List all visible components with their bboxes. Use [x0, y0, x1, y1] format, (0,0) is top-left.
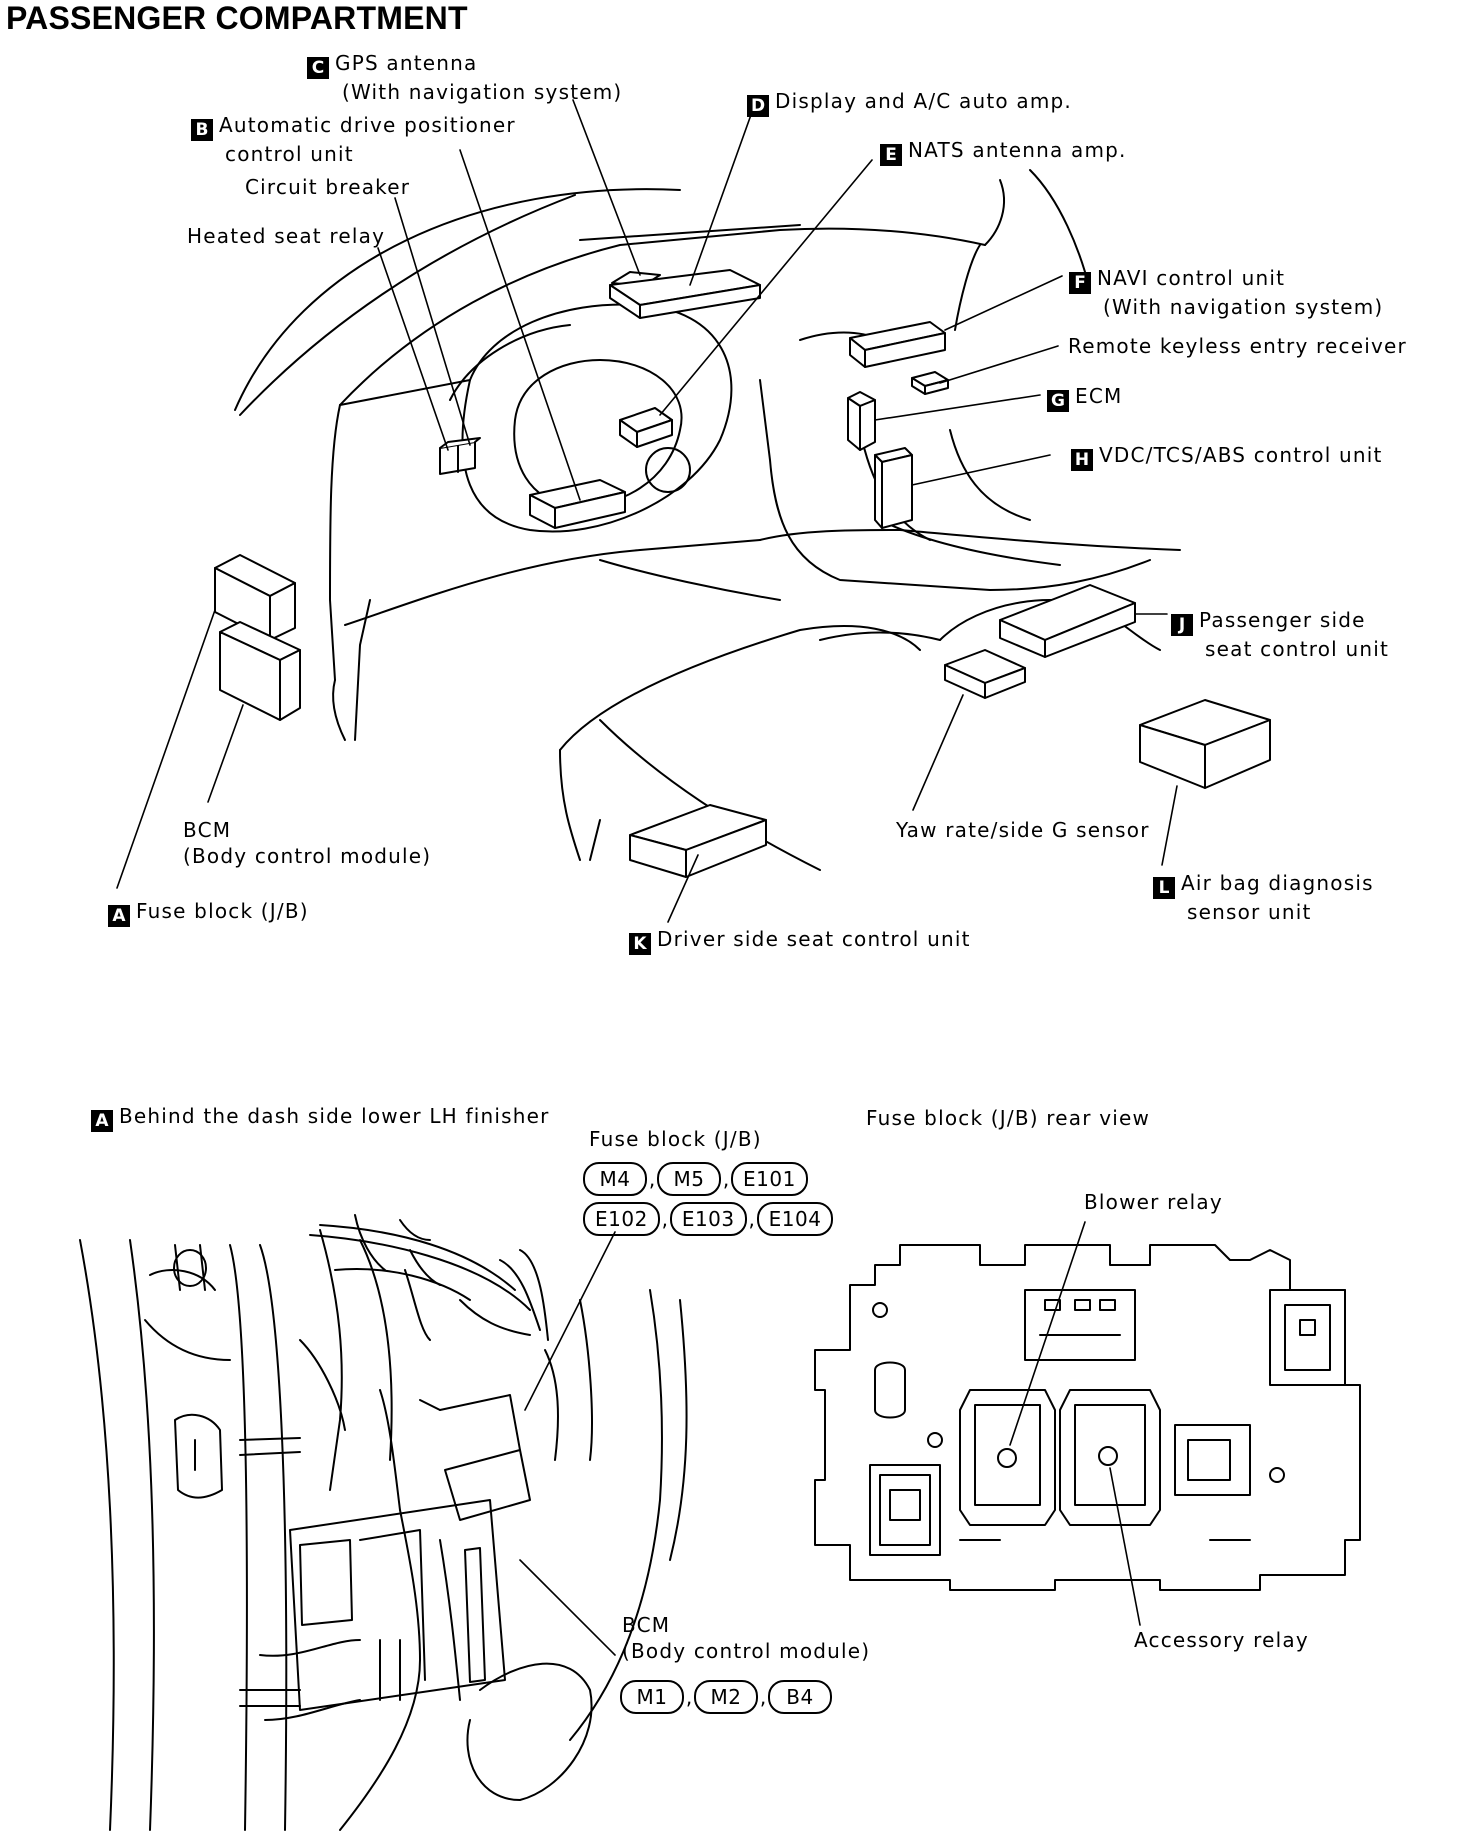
letter-badge-e: E [880, 144, 902, 166]
label-vdc-tcs-abs-control-unit: H VDC/TCS/ABS control unit [1071, 442, 1383, 471]
connector-b4: B4 [768, 1680, 832, 1714]
bcm-full-name: (Body control module) [183, 844, 432, 868]
label-fuse-block: A Fuse block (J/B) [108, 898, 309, 927]
label-driver-seat-control-unit: K Driver side seat control unit [629, 926, 971, 955]
label-bcm: BCM (Body control module) [183, 817, 431, 869]
bcm-detail-text: BCM [622, 1613, 671, 1637]
letter-badge-a: A [108, 905, 130, 927]
gps-antenna-text: GPS antenna [335, 51, 478, 75]
label-ecm: G ECM [1047, 383, 1122, 412]
letter-badge-b: B [191, 119, 213, 141]
rear-view-artwork [814, 1221, 1361, 1626]
detail-a-artwork [79, 1214, 688, 1831]
label-display-ac-amp: D Display and A/C auto amp. [747, 88, 1072, 117]
letter-badge-g: G [1047, 390, 1069, 412]
air-bag-diagnosis-line2: sensor unit [1187, 900, 1312, 924]
nats-antenna-amp-text: NATS antenna amp. [908, 138, 1127, 162]
auto-drive-positioner-line2: control unit [225, 142, 354, 166]
fuse-block-text: Fuse block (J/B) [136, 899, 309, 923]
connector-m5: M5 [657, 1162, 721, 1196]
connector-m4: M4 [583, 1162, 647, 1196]
label-gps-antenna: C GPS antenna (With navigation system) [307, 50, 622, 105]
letter-badge-k: K [629, 933, 651, 955]
detail-a-caption-text: Behind the dash side lower LH finisher [119, 1104, 550, 1128]
fuse-connector-row-1: M4,M5,E101 [583, 1162, 808, 1196]
bcm-text: BCM [183, 818, 232, 842]
rear-view-caption: Fuse block (J/B) rear view [866, 1106, 1151, 1130]
label-yaw-rate-sensor: Yaw rate/side G sensor [896, 818, 1150, 842]
label-air-bag-diagnosis-sensor-unit: L Air bag diagnosis sensor unit [1153, 870, 1374, 925]
separator: , [759, 1685, 767, 1709]
letter-badge-f: F [1069, 272, 1091, 294]
fuse-connector-row-2: E102,E103,E104 [583, 1202, 834, 1236]
passenger-seat-control-text: Passenger side [1199, 608, 1366, 632]
separator: , [648, 1167, 656, 1191]
letter-badge-h: H [1071, 449, 1093, 471]
label-navi-control-unit: F NAVI control unit (With navigation syst… [1069, 265, 1383, 320]
connector-e102: E102 [583, 1202, 660, 1236]
letter-badge-c: C [307, 57, 329, 79]
connector-m1: M1 [620, 1680, 684, 1714]
label-auto-drive-positioner: B Automatic drive positioner control unit [191, 112, 516, 167]
letter-badge-j: J [1171, 614, 1193, 636]
label-heated-seat-relay: Heated seat relay [187, 224, 386, 248]
separator: , [722, 1167, 730, 1191]
gps-antenna-note: (With navigation system) [342, 80, 623, 104]
label-nats-antenna-amp: E NATS antenna amp. [880, 137, 1127, 166]
component-boxes [214, 269, 1271, 878]
leader-lines [116, 99, 1178, 923]
label-passenger-seat-control-unit: J Passenger side seat control unit [1171, 607, 1389, 662]
page-title: PASSENGER COMPARTMENT [6, 0, 468, 36]
display-ac-amp-text: Display and A/C auto amp. [775, 89, 1072, 113]
navi-control-unit-text: NAVI control unit [1097, 266, 1286, 290]
separator: , [661, 1207, 668, 1231]
label-accessory-relay: Accessory relay [1134, 1628, 1309, 1652]
navi-control-unit-note: (With navigation system) [1103, 295, 1384, 319]
detail-a-caption: A Behind the dash side lower LH finisher [91, 1103, 550, 1132]
ecm-text: ECM [1075, 384, 1123, 408]
bcm-connector-row: M1,M2,B4 [620, 1680, 832, 1714]
auto-drive-positioner-text: Automatic drive positioner [219, 113, 516, 137]
connector-m2: M2 [694, 1680, 758, 1714]
connector-e101: E101 [731, 1162, 808, 1196]
letter-badge-a-detail: A [91, 1110, 113, 1132]
label-circuit-breaker: Circuit breaker [245, 175, 411, 199]
connector-e104: E104 [756, 1202, 834, 1236]
passenger-seat-control-line2: seat control unit [1205, 637, 1390, 661]
label-remote-keyless-entry-receiver: Remote keyless entry receiver [1068, 334, 1407, 358]
connector-e103: E103 [669, 1202, 747, 1236]
label-bcm-detail: BCM (Body control module) [622, 1612, 870, 1664]
driver-seat-control-text: Driver side seat control unit [657, 927, 971, 951]
separator: , [748, 1207, 755, 1231]
label-blower-relay: Blower relay [1084, 1190, 1223, 1214]
letter-badge-d: D [747, 95, 769, 117]
separator: , [685, 1685, 693, 1709]
air-bag-diagnosis-text: Air bag diagnosis [1181, 871, 1374, 895]
vdc-tcs-abs-text: VDC/TCS/ABS control unit [1099, 443, 1383, 467]
letter-badge-l: L [1153, 877, 1175, 899]
bcm-detail-full-name: (Body control module) [622, 1639, 871, 1663]
label-fuse-block-jb: Fuse block (J/B) [589, 1127, 762, 1151]
